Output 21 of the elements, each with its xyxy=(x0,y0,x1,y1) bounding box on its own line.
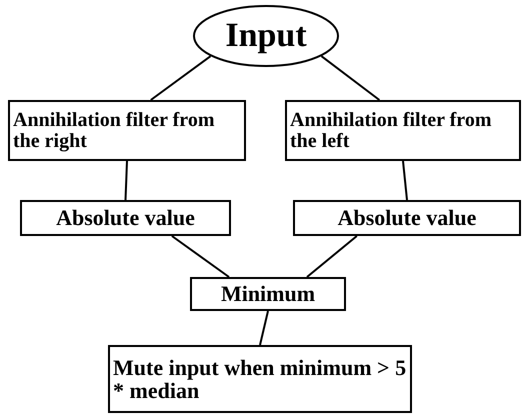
process-box xyxy=(293,200,521,236)
box-label: Absolute value xyxy=(338,206,476,230)
box-label: Minimum xyxy=(220,282,316,306)
input-ellipse xyxy=(193,5,339,67)
process-box xyxy=(108,345,412,413)
connector-line xyxy=(306,235,358,278)
connector-line xyxy=(402,160,408,200)
connector-line xyxy=(259,310,269,346)
connector-line xyxy=(320,55,380,101)
box-label: Input xyxy=(224,18,308,54)
connector-line xyxy=(150,55,212,101)
process-box xyxy=(20,200,231,236)
box-label: Mute input when minimum > 5 * median xyxy=(113,356,407,402)
process-box xyxy=(285,100,521,161)
box-label: Annihilation filter from the left xyxy=(290,110,492,152)
box-label: Annihilation filter from the right xyxy=(13,110,216,152)
box-label: Absolute value xyxy=(56,206,195,230)
process-box xyxy=(190,277,346,311)
connector-line xyxy=(171,235,230,278)
process-box xyxy=(8,100,246,161)
connector-line xyxy=(124,160,128,200)
